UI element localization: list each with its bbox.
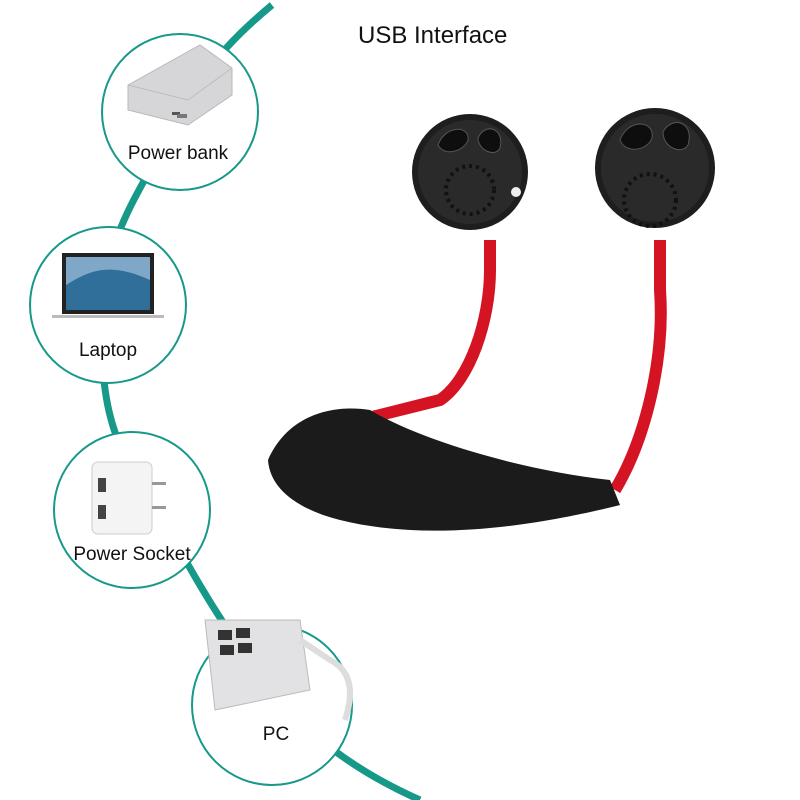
right-fan-head bbox=[595, 108, 715, 228]
laptop-label: Laptop bbox=[78, 340, 138, 361]
power-socket-icon bbox=[53, 431, 211, 589]
pc-icon bbox=[191, 619, 353, 786]
left-fan-head bbox=[412, 114, 528, 230]
power-bank-label: Power bank bbox=[127, 143, 229, 164]
laptop-icon bbox=[29, 226, 187, 384]
pc-label: PC bbox=[262, 724, 290, 745]
power-bank-icon bbox=[101, 33, 259, 191]
usb-interface-title: USB Interface bbox=[358, 22, 508, 49]
power-socket-label: Power Socket bbox=[73, 544, 191, 565]
neck-fan-product bbox=[268, 108, 715, 531]
